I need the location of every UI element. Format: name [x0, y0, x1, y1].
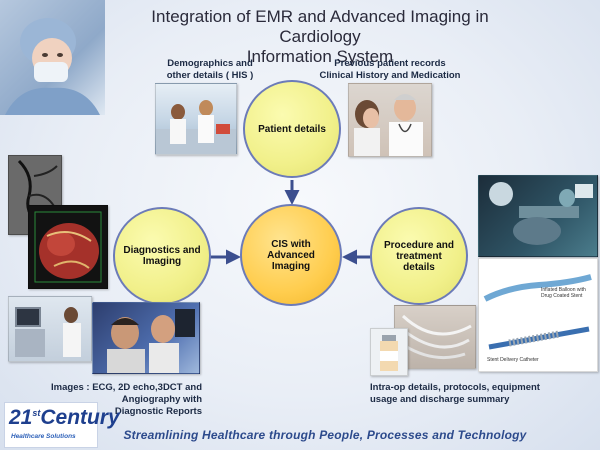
cis-label-line-2: Imaging: [271, 260, 311, 272]
tagline: Streamlining Healthcare through People, …: [123, 428, 527, 442]
procedure-label: Procedure and treatment details: [384, 240, 454, 273]
balloon-label-line-1: Inflated Balloon with: [541, 287, 586, 293]
cis-advanced-imaging-node: CIS with Advanced Imaging: [240, 204, 342, 306]
demographics-caption-line-1: Demographics and: [167, 58, 253, 69]
lab-photo: [155, 83, 237, 155]
procedure-label-line-1: Procedure and: [383, 239, 455, 251]
cis-label: CIS with Advanced Imaging: [250, 239, 332, 272]
page-title: Integration of EMR and Advanced Imaging …: [120, 7, 520, 67]
company-logo: 21stCentury Healthcare Solutions: [4, 402, 120, 448]
intraop-caption-line-2: usage and discharge summary: [370, 394, 510, 405]
previous-records-caption: Previous patient records Clinical Histor…: [305, 58, 475, 82]
ct-heart-photo: [28, 205, 108, 289]
demographics-caption-line-2: other details ( HIS ): [166, 70, 254, 81]
doctors-reviewing-photo: [92, 302, 200, 374]
patient-details-label: Patient details: [258, 123, 326, 135]
surgery-photo: [478, 175, 598, 257]
images-caption-line-3: Diagnostic Reports: [114, 406, 202, 417]
demographics-caption: Demographics and other details ( HIS ): [140, 58, 280, 82]
surgeon-photo: [0, 0, 105, 115]
logo-subtitle: Healthcare Solutions: [11, 433, 76, 440]
procedure-label-line-3: details: [403, 261, 435, 273]
diagnostics-label: Diagnostics and Imaging: [123, 245, 200, 267]
intraop-caption-line-1: Intra-op details, protocols, equipment: [370, 382, 540, 393]
title-line-2: Information System: [246, 47, 394, 66]
images-caption-line-2: Angiography with: [121, 394, 202, 405]
logo-sup: st: [32, 408, 41, 418]
previous-records-caption-line-1: Previous patient records: [334, 58, 446, 69]
stent-photo: Inflated Balloon with Drug Coated Stent …: [478, 258, 598, 372]
procedure-treatment-node: Procedure and treatment details: [370, 207, 468, 305]
diagnostics-label-line-2: Imaging: [142, 256, 182, 267]
intraop-caption: Intra-op details, protocols, equipment u…: [370, 382, 590, 406]
diagnostics-imaging-node: Diagnostics and Imaging: [113, 207, 211, 305]
images-caption: Images : ECG, 2D echo,3DCT and Angiograp…: [2, 382, 202, 418]
logo-word: Century: [40, 406, 120, 429]
echo-photo: [8, 296, 92, 362]
logo-main: 21stCentury: [9, 406, 120, 430]
logo-number: 21: [9, 406, 33, 429]
balloon-label: Inflated Balloon with Drug Coated Stent: [541, 287, 586, 299]
title-line-1: Integration of EMR and Advanced Imaging …: [151, 7, 489, 46]
catheter-label: Stent Delivery Catheter: [487, 357, 539, 363]
images-caption-line-1: Images : ECG, 2D echo,3DCT and: [51, 382, 202, 393]
patient-details-node: Patient details: [243, 80, 341, 178]
cis-label-line-1: CIS with Advanced: [267, 238, 315, 261]
doctor-photo: [348, 83, 432, 157]
previous-records-caption-line-2: Clinical History and Medication: [319, 70, 461, 81]
diagnostics-label-line-1: Diagnostics and: [123, 245, 201, 256]
procedure-label-line-2: treatment: [396, 250, 442, 262]
vial-photo: [370, 328, 408, 376]
balloon-label-line-2: Drug Coated Stent: [541, 293, 583, 299]
